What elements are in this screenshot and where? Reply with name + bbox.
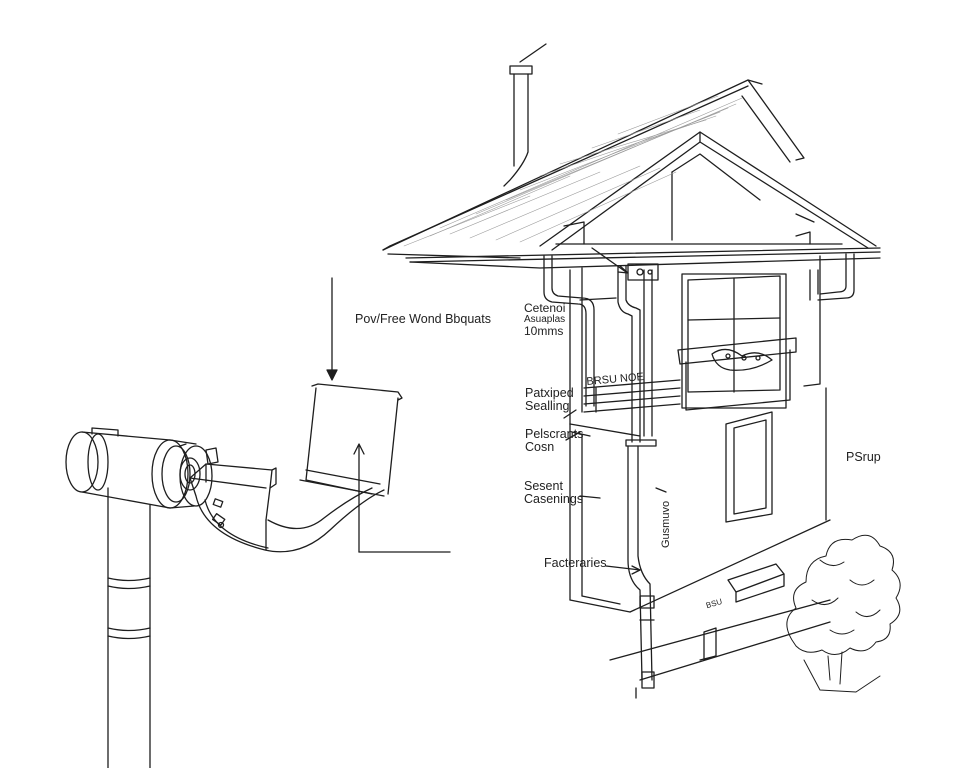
label-vertical-downspout: Gusmuvo — [660, 500, 672, 548]
label-top-callout: Pov/Free Wond Bbquats — [355, 312, 491, 326]
label-right-side: PSrup — [846, 450, 881, 464]
shrub-icon — [786, 534, 901, 693]
label-sesent: Sesent Casenings — [524, 479, 584, 507]
pipe-elbow-icon — [65, 427, 219, 769]
label-pelscrants: Pelscrants Cosn — [525, 427, 584, 455]
label-facteraries: Facteraries — [544, 556, 607, 570]
callout-leader-lines — [326, 277, 451, 553]
label-patxiped: Patxiped Sealling — [525, 386, 574, 414]
house-section-icon — [382, 43, 881, 699]
gutter-bracket-icon — [189, 383, 403, 553]
label-cetenoi: Cetenoi Asuaplas 10mms — [524, 301, 566, 339]
